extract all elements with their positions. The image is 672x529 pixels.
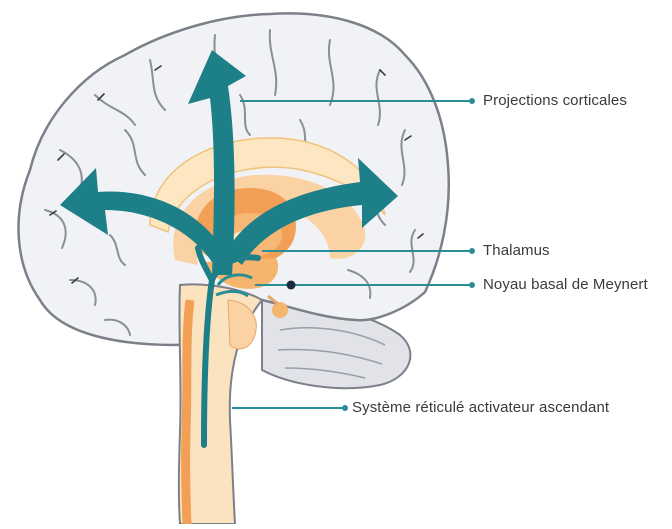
pituitary [272,302,288,318]
label-projections-corticales: Projections corticales [483,92,627,109]
brainstem-stripe [186,300,190,524]
label-noyau-basal-meynert: Noyau basal de Meynert [483,276,648,293]
label-systeme-reticule: Système réticulé activateur ascendant [352,399,609,416]
label-thalamus: Thalamus [483,242,550,259]
meynert-nucleus-dot [287,281,296,290]
